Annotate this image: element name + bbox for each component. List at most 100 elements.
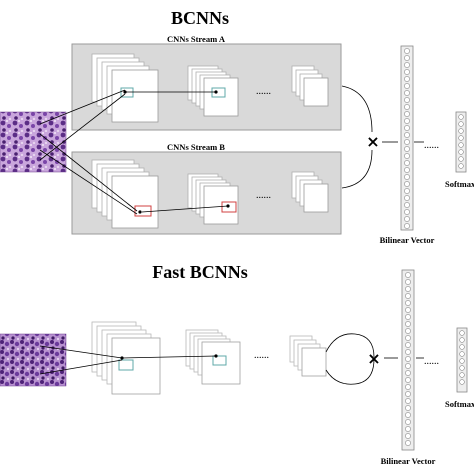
vector-cell (404, 188, 410, 194)
vector-cell (405, 370, 411, 376)
vector-cell (405, 412, 411, 418)
top-conn-dot-b2 (226, 204, 230, 208)
fast-feature-maps-3 (289, 335, 327, 377)
stream-b-label: CNNs Stream B (167, 142, 225, 152)
softmax-cell (459, 330, 465, 336)
softmax-cell (458, 114, 464, 120)
fast-connection-lines (39, 333, 424, 385)
vector-cell (404, 118, 410, 124)
top-softmax-column (455, 111, 467, 173)
top-connection-lines (39, 85, 424, 215)
stream-b-ellipsis: ...... (256, 190, 271, 201)
bcnns-title: BCNNs (171, 8, 229, 28)
softmax-cell (458, 121, 464, 127)
softmax-cell (459, 344, 465, 350)
stream-a-ellipsis: ...... (256, 86, 271, 97)
softmax-cell (459, 358, 465, 364)
softmax-cell (458, 135, 464, 141)
softmax-cell (458, 149, 464, 155)
vector-cell (404, 223, 410, 229)
vector-cell (404, 55, 410, 61)
top-bilinear-vector-label: Bilinear Vector (380, 235, 435, 245)
vector-cell (404, 76, 410, 82)
top-softmax-label: Softmax (445, 179, 474, 189)
stream-b-feature-maps-3 (291, 171, 329, 213)
fast-outer-product-operator: × (367, 349, 380, 368)
fast-feature-maps-2 (185, 329, 241, 385)
stream-a-feature-maps-1 (91, 53, 159, 123)
vector-cell (405, 335, 411, 341)
vector-cell (404, 104, 410, 110)
stream-a-feature-maps-3 (291, 65, 329, 107)
vector-cell (405, 433, 411, 439)
vector-cell (404, 83, 410, 89)
vector-cell (405, 328, 411, 334)
vector-cell (405, 293, 411, 299)
vector-cell (404, 181, 410, 187)
vector-cell (404, 62, 410, 68)
fast-bilinear-vector (401, 269, 415, 451)
fast-ellipsis-right: ...... (424, 356, 439, 367)
fast-bilinear-vector-label: Bilinear Vector (381, 456, 436, 466)
fast-feature-maps-1 (91, 321, 161, 395)
vector-cell (405, 307, 411, 313)
vector-cell (404, 195, 410, 201)
vector-cell (405, 405, 411, 411)
fast-conn-dot-2 (214, 354, 218, 358)
vector-cell (404, 69, 410, 75)
fast-conn-dot-1 (120, 356, 124, 360)
stream-b-feature-maps-2 (187, 173, 239, 225)
vector-cell (404, 146, 410, 152)
softmax-cell (458, 163, 464, 169)
vector-cell (405, 272, 411, 278)
vector-cell (404, 48, 410, 54)
vector-cell (405, 440, 411, 446)
top-conn-dot-a1 (123, 90, 127, 94)
vector-cell (405, 279, 411, 285)
vector-cell (404, 97, 410, 103)
vector-cell (405, 300, 411, 306)
vector-cell (405, 384, 411, 390)
top-ellipsis-right: ...... (424, 140, 439, 151)
vector-cell (405, 286, 411, 292)
fast-softmax-column (456, 327, 468, 393)
vector-cell (404, 125, 410, 131)
softmax-cell (459, 351, 465, 357)
vector-cell (405, 356, 411, 362)
input-histology-image-bottom (0, 333, 67, 387)
vector-cell (404, 160, 410, 166)
vector-cell (404, 202, 410, 208)
vector-cell (404, 153, 410, 159)
softmax-cell (459, 379, 465, 385)
softmax-cell (458, 128, 464, 134)
softmax-cell (459, 337, 465, 343)
vector-cell (404, 174, 410, 180)
vector-cell (405, 391, 411, 397)
vector-cell (405, 321, 411, 327)
input-histology-image-top (0, 111, 67, 173)
vector-cell (405, 426, 411, 432)
fast-ellipsis-mid: ...... (254, 350, 269, 361)
vector-cell (405, 349, 411, 355)
top-conn-dot-a2 (214, 90, 218, 94)
vector-cell (405, 398, 411, 404)
vector-cell (404, 90, 410, 96)
vector-cell (405, 342, 411, 348)
vector-cell (404, 216, 410, 222)
softmax-cell (458, 142, 464, 148)
fast-softmax-label: Softmax (445, 399, 474, 409)
stream-a-label: CNNs Stream A (167, 34, 226, 44)
top-outer-product-operator: × (366, 132, 379, 151)
vector-cell (404, 111, 410, 117)
vector-cell (404, 139, 410, 145)
fast-bcnns-title: Fast BCNNs (152, 262, 248, 282)
vector-cell (405, 314, 411, 320)
top-bilinear-vector (400, 45, 414, 231)
vector-cell (405, 419, 411, 425)
softmax-cell (459, 372, 465, 378)
top-conn-dot-b1 (138, 210, 142, 214)
vector-cell (404, 209, 410, 215)
softmax-cell (458, 156, 464, 162)
vector-cell (404, 167, 410, 173)
